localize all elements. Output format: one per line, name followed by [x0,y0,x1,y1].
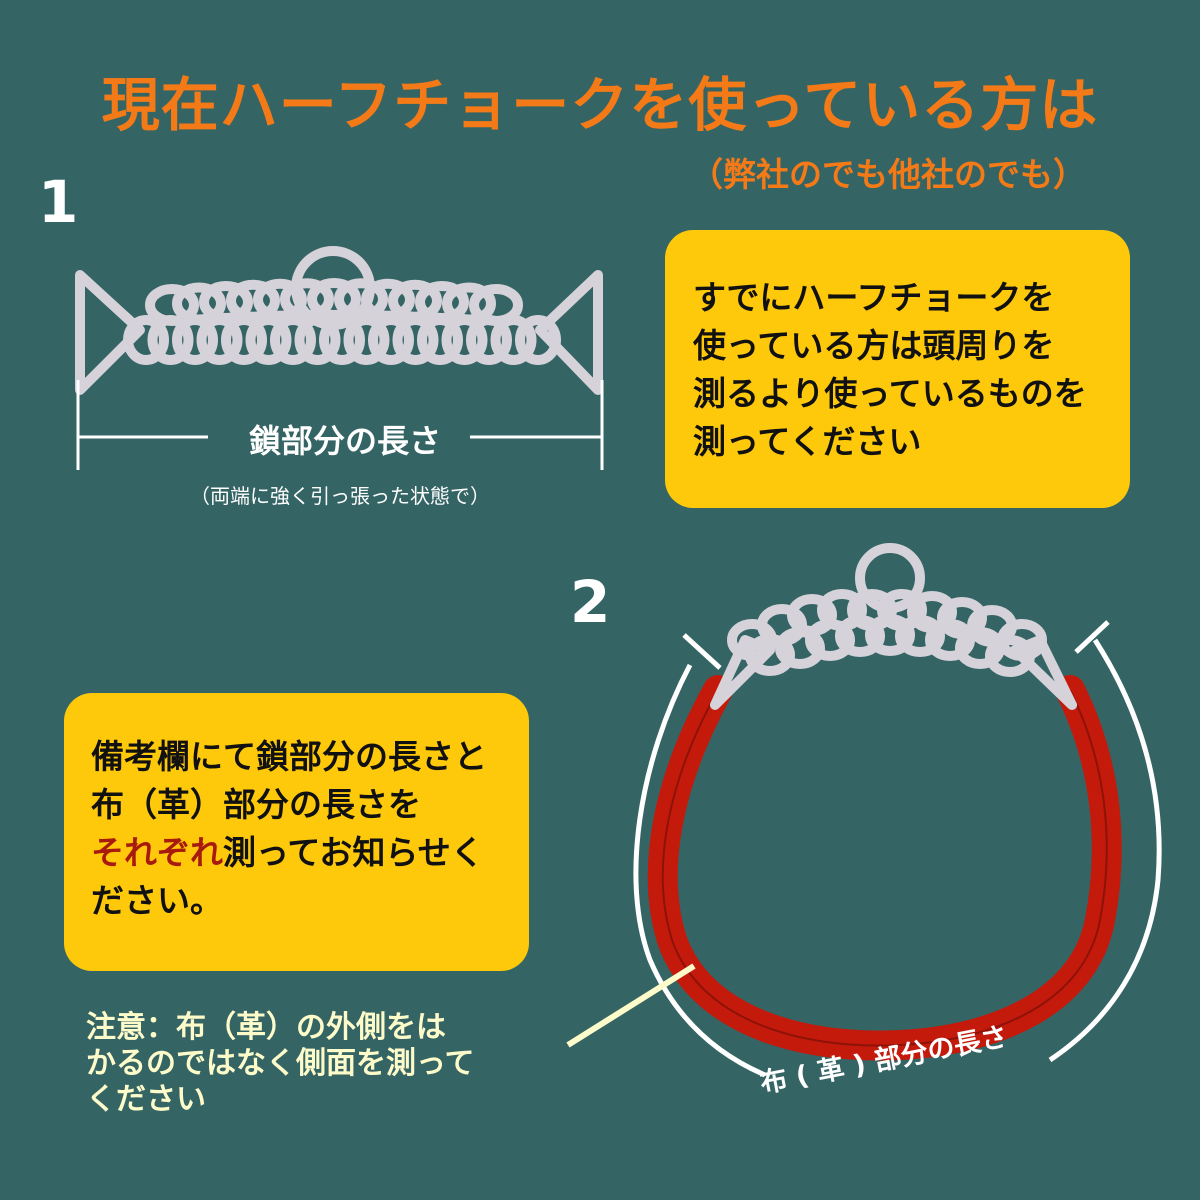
chain-link [172,315,218,365]
info-box: すでにハーフチョークを 使っている方は頭周りを 測るより使っているものを 測って… [665,230,1130,508]
chain-link [343,315,390,365]
chain-link [392,315,439,365]
lower-chain-links [123,315,561,365]
left-end-triangle [75,270,145,395]
chain-link [490,315,537,365]
chain-link [368,315,414,365]
chain-link [319,315,365,365]
chain-link [334,278,388,321]
chain-link [294,315,341,365]
caution-line: 注意：布（革）の外側をは [86,1010,446,1045]
collar-chain-links [727,589,1047,677]
info-line: すでにハーフチョークを [693,278,1055,317]
remarks-box: 備考欄にて鎖部分の長さと 布（革）部分の長さを それぞれ測ってお知らせく ださい… [64,693,529,971]
info-line: 測ってください [693,422,922,461]
chain-link [466,315,512,365]
caution-pointer [566,963,696,1048]
caution-line: ください [86,1082,206,1117]
chain-diagram [75,246,603,395]
chain-link [805,619,855,661]
info-line: 測るより使っているものを [693,374,1087,413]
chain-link [123,315,169,365]
step-2-number: 2 [570,568,611,636]
chain-link [307,278,361,320]
chain-link [245,315,292,365]
remarks-line: 布（革）部分の長さを [91,785,421,824]
chain-link [865,614,915,656]
chain-measurement [76,380,604,470]
chain-length-label: 鎖部分の長さ [248,422,441,460]
chain-link [835,615,885,657]
remarks-line: それぞれ測ってお知らせく [91,829,529,877]
chain-link [515,315,561,365]
remarks-line: ださい。 [91,881,223,920]
chain-link [221,315,267,365]
remarks-line: 備考欄にて鎖部分の長さと [91,737,487,776]
chain-link [417,315,463,365]
collar-diagram [566,543,1162,1078]
chain-link [226,279,280,322]
chain-length-note: （両端に強く引っ張った状態で） [190,484,490,508]
fabric-measure-arc-right [1048,638,1162,1063]
chain-link [196,315,243,365]
remarks-emphasis: それぞれ [91,833,223,872]
chain-link [955,627,1005,669]
chain-link [147,315,194,365]
chain-link [925,619,975,661]
chain-link [895,615,945,657]
chain-link [441,315,488,365]
chain-link [775,627,825,669]
collar-band [647,675,1122,1061]
caution-line: かるのではなく側面を測って [86,1046,475,1081]
remarks-line-rest: 測ってお知らせく [223,833,484,872]
fabric-measure-arc-left [633,663,766,1078]
right-end-triangle [535,270,603,395]
page-subtitle: （弊社のでも他社のでも） [690,155,1086,194]
chain-link [270,315,316,365]
chain-link [745,634,795,676]
step-1-number: 1 [38,168,79,236]
info-line: 使っている方は頭周りを [693,326,1055,365]
chain-link [985,635,1035,677]
chain-link [253,278,307,321]
page-title: 現在ハーフチョークを使っている方は [101,71,1099,139]
caution-note: 注意：布（革）の外側をは かるのではなく側面を測って ください [86,1010,475,1118]
chain-link [280,278,334,321]
